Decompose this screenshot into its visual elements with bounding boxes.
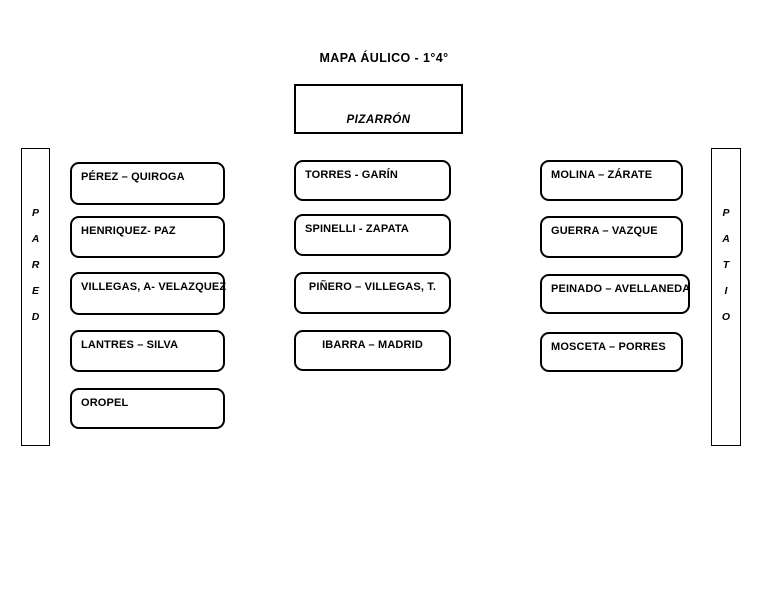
desk-label: SPINELLI - ZAPATA xyxy=(305,223,409,235)
wall-pared-letter: R xyxy=(31,259,40,271)
desk-box[interactable]: PEINADO – AVELLANEDA xyxy=(540,274,690,314)
wall-pared-letter: A xyxy=(31,233,40,245)
wall-patio-letter: T xyxy=(722,259,730,271)
wall-patio-letter: I xyxy=(724,285,728,297)
page-title: MAPA ÁULICO - 1°4° xyxy=(319,51,449,65)
desk-box[interactable]: VILLEGAS, A- VELAZQUEZ xyxy=(70,272,227,315)
desk-box[interactable]: TORRES - GARÍN xyxy=(294,160,451,201)
desk-box[interactable]: PIÑERO – VILLEGAS, T. xyxy=(294,272,451,314)
desk-label: PEINADO – AVELLANEDA xyxy=(551,283,691,295)
desk-label: PÉREZ – QUIROGA xyxy=(81,171,185,183)
desk-box[interactable]: HENRIQUEZ- PAZ xyxy=(70,216,225,258)
desk-label: PIÑERO – VILLEGAS, T. xyxy=(308,281,437,293)
desk-label: TORRES - GARÍN xyxy=(305,169,398,181)
desk-label: VILLEGAS, A- VELAZQUEZ xyxy=(81,281,227,293)
desk-box[interactable]: PÉREZ – QUIROGA xyxy=(70,162,225,205)
desk-label: HENRIQUEZ- PAZ xyxy=(81,225,176,237)
blackboard-label: PIZARRÓN xyxy=(346,114,411,126)
desk-label: IBARRA – MADRID xyxy=(322,339,423,351)
wall-pared-letter: P xyxy=(31,207,39,219)
desk-label: GUERRA – VAZQUE xyxy=(551,225,658,237)
wall-patio-letter: O xyxy=(721,311,731,323)
desk-label: LANTRES – SILVA xyxy=(81,339,179,351)
desk-box[interactable]: OROPEL xyxy=(70,388,225,429)
desk-box[interactable]: GUERRA – VAZQUE xyxy=(540,216,683,258)
desk-box[interactable]: IBARRA – MADRID xyxy=(294,330,451,371)
wall-pared-letter: D xyxy=(31,311,40,323)
desk-box[interactable]: MOLINA – ZÁRATE xyxy=(540,160,683,201)
wall-pared: P A R E D xyxy=(21,148,50,446)
wall-pared-letter: E xyxy=(31,285,39,297)
wall-patio-letter: A xyxy=(722,233,730,245)
desk-label: MOSCETA – PORRES xyxy=(551,341,666,353)
desk-box[interactable]: LANTRES – SILVA xyxy=(70,330,225,372)
desk-label: OROPEL xyxy=(81,397,129,409)
blackboard-box: PIZARRÓN xyxy=(294,84,463,134)
wall-patio: P A T I O xyxy=(711,148,741,446)
desk-label: MOLINA – ZÁRATE xyxy=(551,169,653,181)
desk-box[interactable]: MOSCETA – PORRES xyxy=(540,332,683,372)
desk-box[interactable]: SPINELLI - ZAPATA xyxy=(294,214,451,256)
wall-patio-letter: P xyxy=(722,207,730,219)
